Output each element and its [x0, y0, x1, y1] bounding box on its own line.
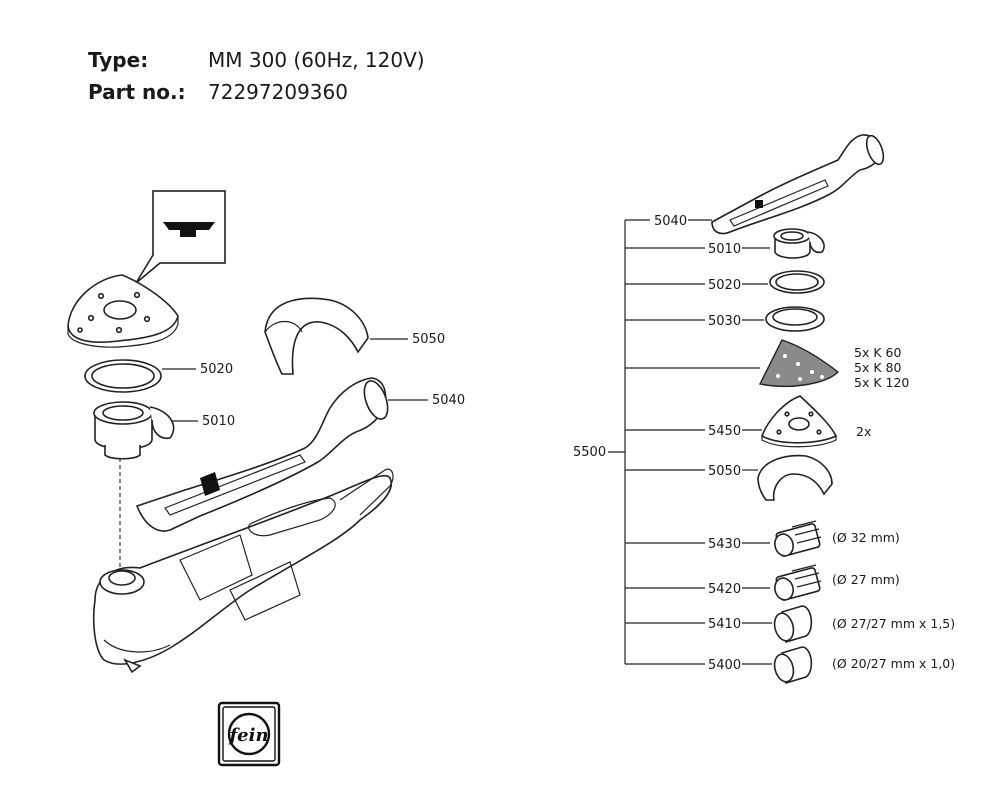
- part-5020-ring: 5020: [84, 359, 233, 393]
- tree-part-5430-adapter: [774, 520, 822, 557]
- tree-item-5040: 5040: [654, 214, 687, 229]
- tree-part-5050-hood: [757, 454, 833, 501]
- detail-inset: [135, 190, 226, 284]
- part-5050-hood: 5050: [264, 297, 445, 375]
- sleeve-5410-note: (Ø 27/27 mm x 1,5): [832, 616, 955, 631]
- tree-item-5450: 5450: [708, 424, 741, 439]
- adapter-5420-note: (Ø 27 mm): [832, 572, 900, 587]
- abrasive-note-k60: 5x K 60: [854, 345, 901, 360]
- callout-5040: 5040: [432, 393, 465, 408]
- tree-item-5420: 5420: [708, 582, 741, 597]
- part-5040-pipe: 5040: [135, 377, 465, 532]
- tree-item-5020: 5020: [708, 278, 741, 293]
- tree-item-5050: 5050: [708, 464, 741, 479]
- tree-part-5410-sleeve: [773, 605, 813, 644]
- tree-part-5020-ring: [769, 270, 825, 294]
- tree-item-5430: 5430: [708, 537, 741, 552]
- tree-item-5400: 5400: [708, 658, 741, 673]
- tree-part-5040-pipe: [711, 134, 885, 235]
- callout-5010: 5010: [202, 414, 235, 429]
- part-value: 72297209360: [208, 80, 348, 104]
- tree-item-5410: 5410: [708, 617, 741, 632]
- fein-logo: fein: [217, 701, 281, 767]
- callout-5020: 5020: [200, 362, 233, 377]
- type-value: MM 300 (60Hz, 120V): [208, 48, 425, 72]
- sanding-pad-drawing: [67, 274, 179, 348]
- tree-part-5400-sleeve: [773, 646, 813, 685]
- tree-item-5030: 5030: [708, 314, 741, 329]
- abrasive-note-k80: 5x K 80: [854, 360, 901, 375]
- part-label: Part no.:: [88, 80, 186, 104]
- tree-part-5450-pad: [761, 395, 838, 448]
- callout-5050: 5050: [412, 332, 445, 347]
- tree-part-5010-adapter: [773, 228, 825, 259]
- tree-item-5010: 5010: [708, 242, 741, 257]
- fein-logo-text: fein: [227, 725, 268, 746]
- part-5010-adapter: 5010: [93, 401, 235, 460]
- parts-tree: 5500 5040 5010 5020 5030 5450 5050 5430 …: [573, 214, 772, 673]
- tree-part-abrasive-sheet: [758, 339, 840, 388]
- tree-part-5420-adapter: [774, 564, 822, 601]
- pad-quantity-note: 2x: [856, 424, 871, 439]
- adapter-5430-note: (Ø 32 mm): [832, 530, 900, 545]
- sleeve-5400-note: (Ø 20/27 mm x 1,0): [832, 656, 955, 671]
- abrasive-note-k120: 5x K 120: [854, 375, 909, 390]
- type-label: Type:: [88, 48, 149, 72]
- tree-root-5500: 5500: [573, 445, 606, 460]
- type-row: Type: MM 300 (60Hz, 120V): [88, 48, 425, 72]
- multitool-body-drawing: [92, 468, 394, 674]
- part-row: Part no.: 72297209360: [88, 80, 348, 104]
- tree-part-5030-ring: [765, 306, 825, 332]
